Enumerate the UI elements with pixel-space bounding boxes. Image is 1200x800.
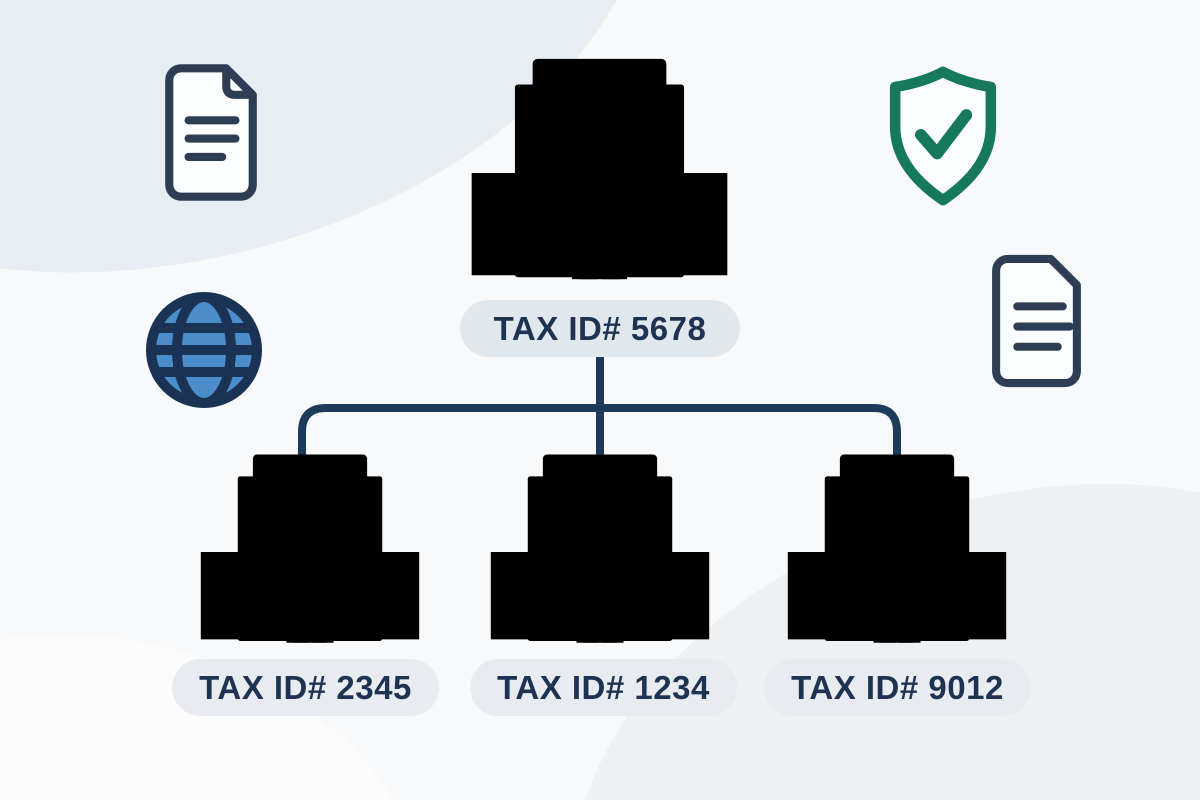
subsidiary-building-1	[184, 451, 436, 653]
subsidiary-1-tax-id-label: TAX ID# 2345	[172, 659, 439, 716]
globe-icon	[146, 292, 262, 408]
subsidiary-1-tax-id-text: TAX ID# 2345	[199, 668, 412, 706]
subsidiary-3-tax-id-label: TAX ID# 9012	[764, 659, 1031, 716]
subsidiary-2-tax-id-label: TAX ID# 1234	[470, 659, 737, 716]
shield-check-icon	[889, 66, 997, 206]
document-icon	[992, 254, 1081, 388]
subsidiary-building-2	[474, 451, 726, 653]
document-icon	[165, 64, 257, 201]
subsidiary-2-tax-id-text: TAX ID# 1234	[497, 668, 710, 706]
parent-company-building	[452, 55, 747, 291]
subsidiary-building-3	[771, 451, 1023, 653]
parent-tax-id-text: TAX ID# 5678	[493, 309, 707, 347]
subsidiary-3-tax-id-text: TAX ID# 9012	[791, 668, 1004, 706]
parent-tax-id-label: TAX ID# 5678	[460, 300, 740, 357]
